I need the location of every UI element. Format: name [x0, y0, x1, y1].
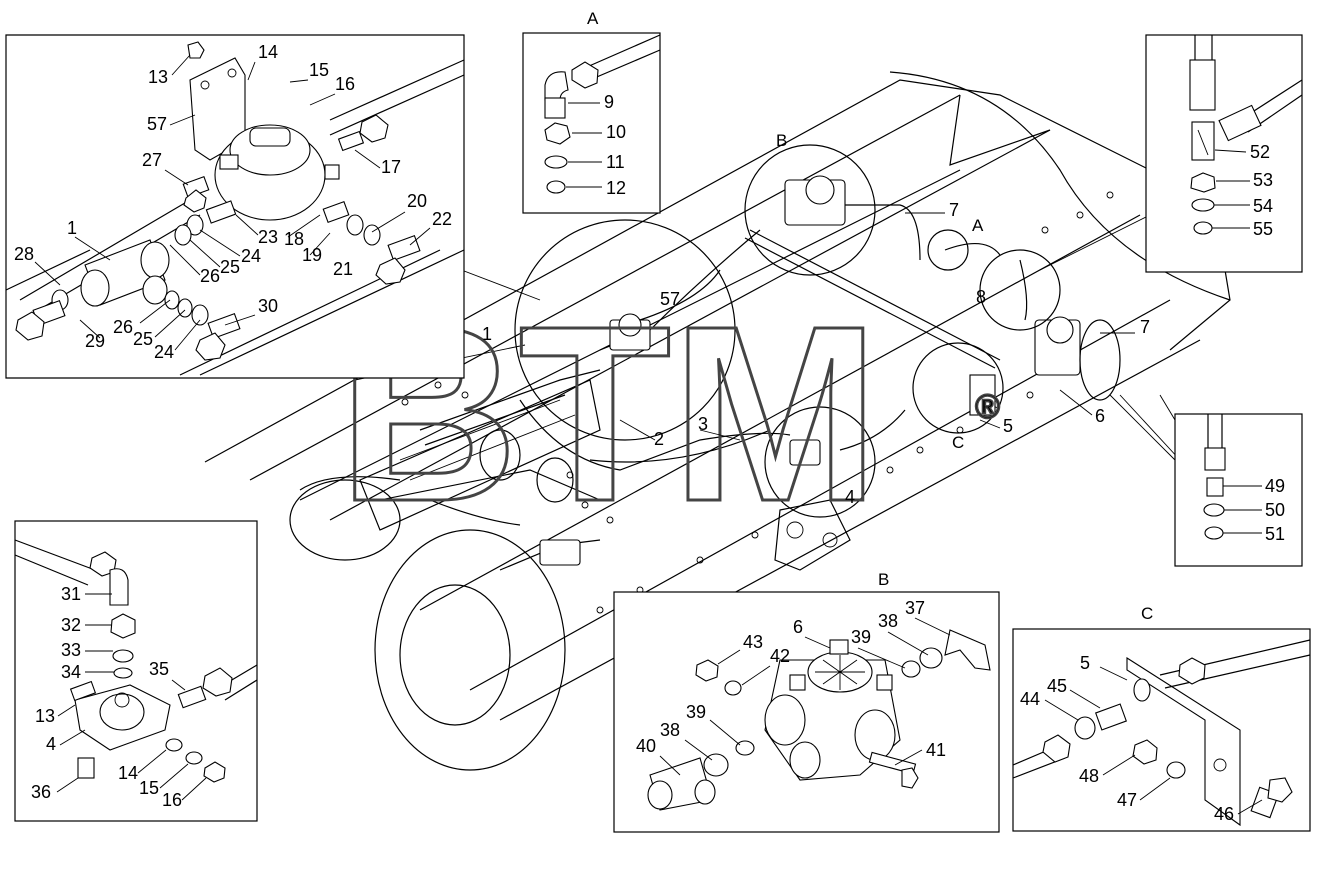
- label-31: 31: [61, 584, 81, 604]
- panel-top-right: [1145, 34, 1303, 273]
- label-6b: 6: [793, 617, 803, 637]
- panel-C-detail: [1012, 628, 1311, 832]
- label-33: 33: [61, 640, 81, 660]
- label-28: 28: [14, 244, 34, 264]
- label-57b: 57: [660, 289, 680, 309]
- label-32: 32: [61, 615, 81, 635]
- label-14a: 14: [258, 42, 278, 62]
- label-35: 35: [149, 659, 169, 679]
- label-57a: 57: [147, 114, 167, 134]
- label-15b: 15: [139, 778, 159, 798]
- label-16a: 16: [335, 74, 355, 94]
- label-9: 9: [604, 92, 614, 112]
- panel-B-title: B: [878, 570, 889, 589]
- label-53: 53: [1253, 170, 1273, 190]
- label-34: 34: [61, 662, 81, 682]
- label-5: 5: [1003, 416, 1013, 436]
- label-18: 18: [284, 229, 304, 249]
- panel-A-labels: A 9 10 11 12: [566, 9, 626, 198]
- label-47: 47: [1117, 790, 1137, 810]
- label-19: 19: [302, 245, 322, 265]
- label-42: 42: [770, 646, 790, 666]
- label-5b: 5: [1080, 653, 1090, 673]
- label-21: 21: [333, 259, 353, 279]
- label-26a: 26: [200, 266, 220, 286]
- panel-right-middle-labels: 49 50 51: [1223, 476, 1285, 544]
- panel-top-left-labels: 13 14 15 16 57 27 17 20 22 1 28 23 18 19…: [14, 42, 452, 362]
- label-20: 20: [407, 191, 427, 211]
- label-13b: 13: [35, 706, 55, 726]
- panel-B-detail: [613, 591, 1000, 833]
- label-6: 6: [1095, 406, 1105, 426]
- panel-A: [522, 32, 661, 214]
- label-3: 3: [698, 414, 708, 434]
- main-callout-B: B: [776, 131, 787, 150]
- label-36: 36: [31, 782, 51, 802]
- label-40: 40: [636, 736, 656, 756]
- label-26b: 26: [113, 317, 133, 337]
- main-callout-A: A: [972, 216, 984, 235]
- chassis-frame: [204, 71, 1231, 771]
- label-17: 17: [381, 157, 401, 177]
- label-39a: 39: [851, 627, 871, 647]
- registered-mark: ®: [975, 388, 1000, 426]
- label-38b: 38: [660, 720, 680, 740]
- label-8: 8: [976, 287, 986, 307]
- panel-B-detail-labels: B 6 43 42 39 38 37 39 38 40 41: [636, 570, 951, 776]
- label-30: 30: [258, 296, 278, 316]
- label-11: 11: [606, 152, 625, 172]
- main-callout-C: C: [952, 433, 964, 452]
- label-25b: 25: [133, 329, 153, 349]
- label-24a: 24: [241, 246, 261, 266]
- label-44: 44: [1020, 689, 1040, 709]
- label-4b: 4: [46, 734, 56, 754]
- label-51: 51: [1265, 524, 1285, 544]
- label-7a: 7: [949, 200, 959, 220]
- label-39b: 39: [686, 702, 706, 722]
- label-1b: 1: [482, 324, 492, 344]
- label-27: 27: [142, 150, 162, 170]
- label-50: 50: [1265, 500, 1285, 520]
- label-48: 48: [1079, 766, 1099, 786]
- label-54: 54: [1253, 196, 1273, 216]
- label-12: 12: [606, 178, 626, 198]
- label-13a: 13: [148, 67, 168, 87]
- panel-top-left: [5, 34, 465, 379]
- label-37: 37: [905, 598, 925, 618]
- label-38a: 38: [878, 611, 898, 631]
- label-46: 46: [1214, 804, 1234, 824]
- label-4: 4: [845, 487, 855, 507]
- label-49: 49: [1265, 476, 1285, 496]
- panel-C-title: C: [1141, 604, 1153, 623]
- label-15a: 15: [309, 60, 329, 80]
- panel-top-right-labels: 52 53 54 55: [1212, 142, 1273, 239]
- label-2: 2: [654, 429, 664, 449]
- label-45: 45: [1047, 676, 1067, 696]
- label-55: 55: [1253, 219, 1273, 239]
- label-16b: 16: [162, 790, 182, 810]
- label-43: 43: [743, 632, 763, 652]
- label-14b: 14: [118, 763, 138, 783]
- label-10: 10: [606, 122, 626, 142]
- panel-A-title: A: [587, 9, 599, 28]
- panel-right-middle: [1174, 413, 1303, 567]
- label-29: 29: [85, 331, 105, 351]
- label-7b: 7: [1140, 317, 1150, 337]
- label-25a: 25: [220, 257, 240, 277]
- label-41: 41: [926, 740, 946, 760]
- panel-bottom-left-labels: 31 32 33 34 35 13 4 14 15 16 36: [31, 584, 207, 810]
- panel-bottom-left: [14, 520, 258, 822]
- label-52: 52: [1250, 142, 1270, 162]
- label-24b: 24: [154, 342, 174, 362]
- label-23: 23: [258, 227, 278, 247]
- main-labels: B 7 A 8 7 57 1 2 3 5 C 6 4: [482, 131, 1150, 507]
- panel-C-detail-labels: C 5 44 45 48 47 46: [1020, 604, 1263, 824]
- label-1a: 1: [67, 218, 77, 238]
- label-22: 22: [432, 209, 452, 229]
